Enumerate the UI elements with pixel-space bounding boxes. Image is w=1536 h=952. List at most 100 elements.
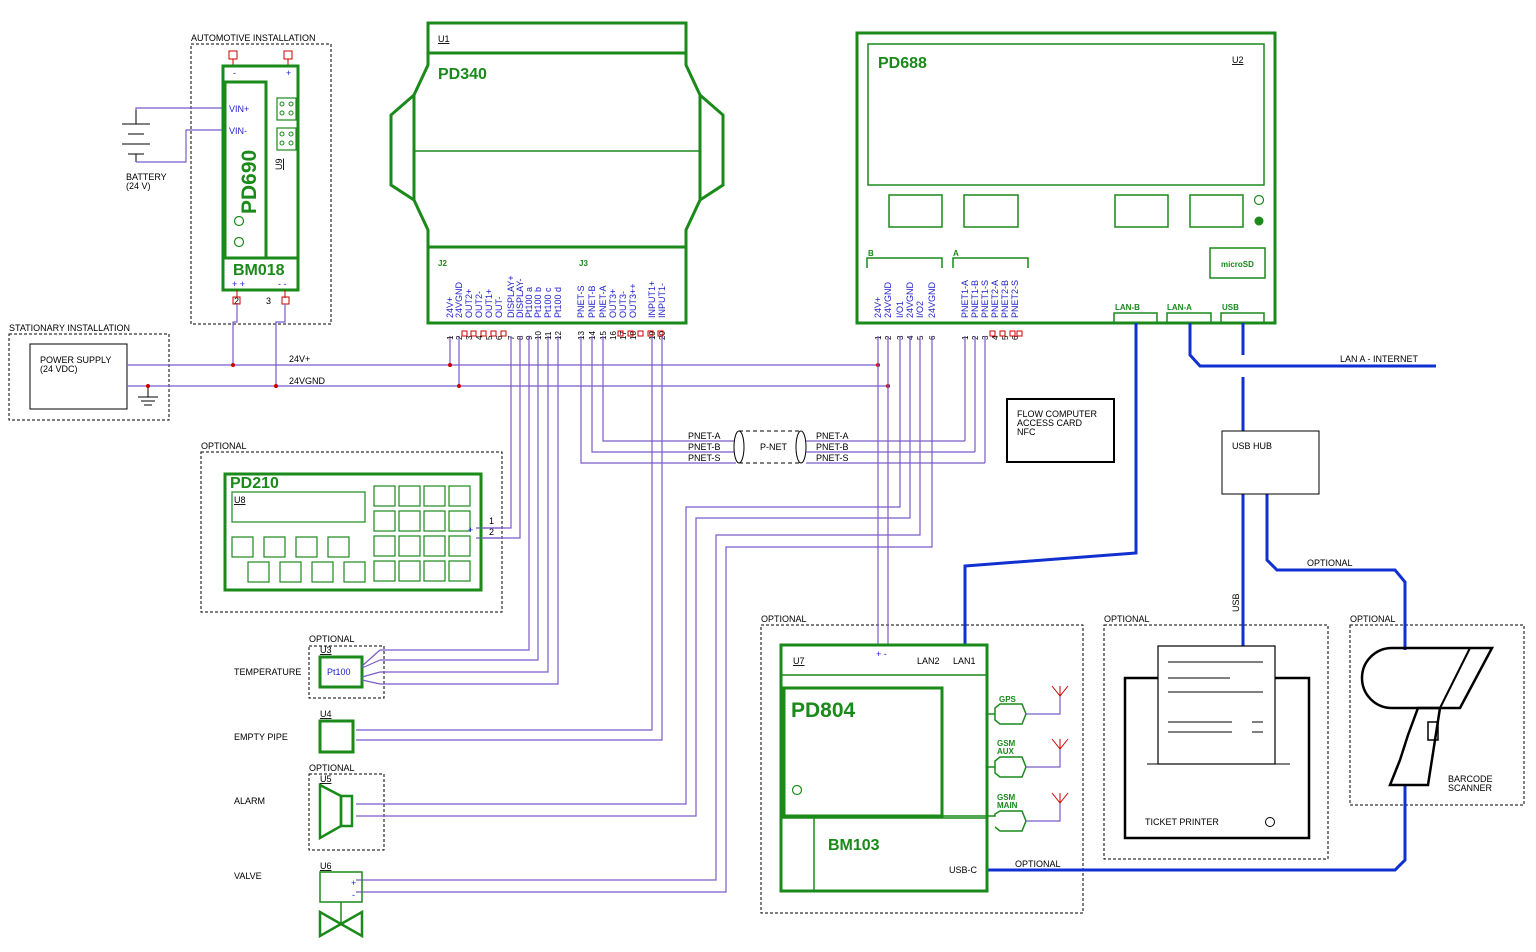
pnet-right-s: PNET-S bbox=[816, 453, 849, 463]
pd210-key bbox=[423, 485, 446, 507]
pd340-pin-number: 1 bbox=[446, 335, 455, 340]
pd340-module bbox=[389, 21, 725, 325]
pnet-right-a: PNET-A bbox=[816, 431, 849, 441]
alarm-label: ALARM bbox=[234, 796, 265, 806]
lan-internet-label: LAN A - INTERNET bbox=[1340, 354, 1419, 364]
pd688-pin-a-label: PNET2-S bbox=[1010, 280, 1020, 318]
empty-pipe-ref: U4 bbox=[320, 709, 332, 719]
pd690-pin2: 2 bbox=[234, 296, 239, 306]
pd688-title: PD688 bbox=[878, 55, 927, 72]
power-supply-box bbox=[29, 343, 128, 410]
pt100-label: Pt100 bbox=[327, 667, 351, 677]
nfc-box bbox=[1006, 398, 1115, 463]
pd340-j2: J2 bbox=[438, 259, 447, 268]
pd804-gsm-aux-2: AUX bbox=[997, 747, 1015, 756]
pd690-bottom-minus: - - bbox=[278, 279, 287, 289]
pd210-key bbox=[327, 536, 350, 558]
pt100-box bbox=[318, 655, 364, 689]
scanner-line1: BARCODE bbox=[1448, 774, 1493, 784]
pd210-key bbox=[231, 536, 254, 558]
pd688-pin-a-label: PNET2-B bbox=[1000, 280, 1010, 318]
battery-voltage: (24 V) bbox=[126, 181, 151, 191]
pd210-key bbox=[423, 510, 446, 532]
speaker-icon bbox=[318, 782, 354, 841]
pd210-key bbox=[373, 560, 396, 582]
pd340-pin-label: OUT- bbox=[494, 296, 504, 318]
pt100-wires bbox=[361, 649, 381, 685]
pd210-key bbox=[373, 485, 396, 507]
pd210-key bbox=[448, 535, 471, 557]
pd340-pin-label: Pt100 a bbox=[524, 287, 534, 318]
pd688-microsd: microSD bbox=[1221, 260, 1254, 269]
pnet-left-a: PNET-A bbox=[688, 431, 721, 441]
pd688-pin-a-number: 4 bbox=[991, 335, 1000, 340]
pd804-gps: GPS bbox=[999, 695, 1017, 704]
usb-hub-label: USB HUB bbox=[1232, 441, 1272, 451]
bus-24v-label: 24V+ bbox=[289, 354, 310, 364]
pd340-pin-number: 13 bbox=[577, 331, 586, 340]
pd688-pin-a-label: PNET1-S bbox=[980, 280, 990, 318]
pd210-key bbox=[398, 510, 421, 532]
pd210-pin2: 2 bbox=[489, 527, 494, 537]
pnet-left-b: PNET-B bbox=[688, 442, 721, 452]
pd804-gsm-main-2: MAIN bbox=[997, 801, 1018, 810]
pd210-keypad bbox=[231, 485, 471, 583]
pd804-usbc: USB-C bbox=[949, 865, 978, 875]
pd688-ref: U2 bbox=[1232, 55, 1244, 65]
pd210-optional-box bbox=[200, 451, 503, 613]
automotive-group-label: AUTOMOTIVE INSTALLATION bbox=[191, 33, 316, 43]
pd690-vin-minus: VIN- bbox=[229, 126, 247, 136]
pd688-group-b: B bbox=[868, 249, 874, 258]
pd210-key bbox=[247, 561, 270, 583]
pd210-key bbox=[311, 561, 334, 583]
pd340-pin-label: 24V+ bbox=[445, 297, 455, 318]
pd340-pin-label: INPUT1- bbox=[657, 283, 667, 318]
pd804-gsm-aux-1: GSM bbox=[997, 739, 1016, 748]
pd688-wiring bbox=[356, 336, 986, 893]
pd340-pin-label: 24VGND bbox=[454, 281, 464, 318]
pd340-j3: J3 bbox=[579, 259, 588, 268]
pd340-pin-number: 3 bbox=[465, 335, 474, 340]
pd210-ref: U8 bbox=[234, 495, 246, 505]
pnet-right-b: PNET-B bbox=[816, 442, 849, 452]
pd340-pin-label: OUT1+ bbox=[484, 289, 494, 318]
empty-pipe-label: EMPTY PIPE bbox=[234, 732, 288, 742]
pd340-pin-number: 6 bbox=[495, 335, 504, 340]
pd340-pin-label: Pt100 b bbox=[533, 287, 543, 318]
pd688-pin-b-label: I/O1 bbox=[895, 301, 905, 318]
pd804-lan1: LAN1 bbox=[953, 656, 976, 666]
pd340-pin-label: Pt100 d bbox=[553, 287, 563, 318]
bus-gnd-label: 24VGND bbox=[289, 376, 326, 386]
pd688-pin-a-label: PNET1-B bbox=[970, 280, 980, 318]
pd340-pin-label: INPUT1+ bbox=[647, 281, 657, 318]
pd690-to-24v-wire bbox=[232, 304, 238, 365]
pd340-pin-number: 14 bbox=[588, 331, 597, 340]
pd210-key bbox=[279, 561, 302, 583]
pd688-group-a: A bbox=[953, 249, 959, 258]
scanner-line2: SCANNER bbox=[1448, 783, 1493, 793]
battery-minus-wire bbox=[136, 129, 226, 163]
pd210-title: PD210 bbox=[230, 475, 279, 492]
pd210-key bbox=[448, 510, 471, 532]
pd688-usb: USB bbox=[1222, 303, 1239, 312]
pd210-key bbox=[423, 535, 446, 557]
pd804-optional-box bbox=[760, 624, 1084, 914]
pd210-key bbox=[448, 560, 471, 582]
pd690-pin3: 3 bbox=[266, 296, 271, 306]
stationary-group-box bbox=[8, 333, 170, 421]
pd804-pm: + - bbox=[876, 649, 887, 659]
pd688-pin-b-label: 24VGND bbox=[927, 281, 937, 318]
temperature-optional-label: OPTIONAL bbox=[309, 634, 355, 644]
pd210-key bbox=[343, 561, 366, 583]
pd340-pin-number: 2 bbox=[455, 335, 464, 340]
bus-junction-dots bbox=[146, 363, 890, 388]
pd804-title: PD804 bbox=[791, 699, 856, 722]
pd340-terminal-marks bbox=[461, 330, 664, 337]
network-cables bbox=[963, 323, 1436, 872]
power-supply-voltage: (24 VDC) bbox=[40, 364, 78, 374]
pd210-key bbox=[295, 536, 318, 558]
alarm-optional-label: OPTIONAL bbox=[309, 763, 355, 773]
pd340-pin-number: 12 bbox=[554, 331, 563, 340]
